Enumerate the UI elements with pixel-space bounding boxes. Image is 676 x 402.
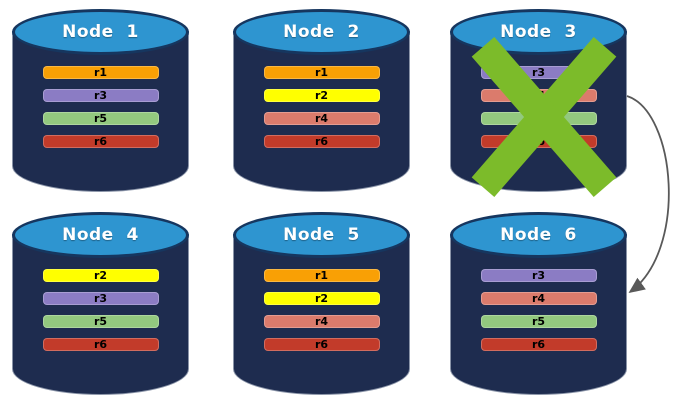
node-4-record-r2: r2 bbox=[42, 269, 159, 282]
node-6-record-r6: r6 bbox=[480, 338, 597, 351]
node-3-record-r5: r5 bbox=[480, 112, 597, 125]
node-2-record-r4: r4 bbox=[263, 112, 380, 125]
node-6-record-r3: r3 bbox=[480, 269, 597, 282]
node-2-cylinder-body bbox=[233, 31, 410, 192]
node-4-records: r2 r3 r5 r6 bbox=[42, 269, 159, 351]
node-6-title: Node 6 bbox=[500, 225, 577, 245]
node-4-record-r6: r6 bbox=[42, 338, 159, 351]
node-1-cylinder-top: Node 1 bbox=[12, 9, 189, 55]
node-2-records: r1 r2 r4 r6 bbox=[263, 66, 380, 148]
node-5-records: r1 r2 r4 r6 bbox=[263, 269, 380, 351]
node-4-record-r5: r5 bbox=[42, 315, 159, 328]
node-1-record-r5: r5 bbox=[42, 112, 159, 125]
node-5-record-r2: r2 bbox=[263, 292, 380, 305]
arrow-curve bbox=[626, 95, 670, 294]
node-2-cylinder-top: Node 2 bbox=[233, 9, 410, 55]
node-2-record-r6: r6 bbox=[263, 135, 380, 148]
node-2: Node 2 r1 r2 r4 r6 bbox=[233, 9, 410, 192]
node-5-record-r6: r6 bbox=[263, 338, 380, 351]
node-6-record-r4: r4 bbox=[480, 292, 597, 305]
node-4: Node 4 r2 r3 r5 r6 bbox=[12, 212, 189, 395]
node-2-title: Node 2 bbox=[283, 22, 360, 42]
node-4-cylinder-top: Node 4 bbox=[12, 212, 189, 258]
node-3-title: Node 3 bbox=[500, 22, 577, 42]
node-5-cylinder-body bbox=[233, 234, 410, 395]
node-5-title: Node 5 bbox=[283, 225, 360, 245]
node-3-record-r4: r4 bbox=[480, 89, 597, 102]
node-1-record-r3: r3 bbox=[42, 89, 159, 102]
node-3-records: r3 r4 r5 r6 bbox=[480, 66, 597, 148]
node-3-record-r6: r6 bbox=[480, 135, 597, 148]
node-3-record-r3: r3 bbox=[480, 66, 597, 79]
node-4-title: Node 4 bbox=[62, 225, 139, 245]
node-4-cylinder-body bbox=[12, 234, 189, 395]
node-2-record-r2: r2 bbox=[263, 89, 380, 102]
node-6: Node 6 r3 r4 r5 r6 bbox=[450, 212, 627, 395]
node-5: Node 5 r1 r2 r4 r6 bbox=[233, 212, 410, 395]
node-3: Node 3 r3 r4 r5 r6 bbox=[450, 9, 627, 198]
node-5-record-r1: r1 bbox=[263, 269, 380, 282]
node-1-cylinder-body bbox=[12, 31, 189, 192]
node-1-title: Node 1 bbox=[62, 22, 139, 42]
node-6-record-r5: r5 bbox=[480, 315, 597, 328]
node-2-record-r1: r1 bbox=[263, 66, 380, 79]
node-1-record-r6: r6 bbox=[42, 135, 159, 148]
node-6-cylinder-body bbox=[450, 234, 627, 395]
node-3-cylinder-top: Node 3 bbox=[450, 9, 627, 55]
node-5-cylinder-top: Node 5 bbox=[233, 212, 410, 258]
node-6-cylinder-top: Node 6 bbox=[450, 212, 627, 258]
node-6-records: r3 r4 r5 r6 bbox=[480, 269, 597, 351]
node-1-records: r1 r3 r5 r6 bbox=[42, 66, 159, 148]
node-1-record-r1: r1 bbox=[42, 66, 159, 79]
node-1: Node 1 r1 r3 r5 r6 bbox=[12, 9, 189, 192]
node-4-record-r3: r3 bbox=[42, 292, 159, 305]
node-5-record-r4: r4 bbox=[263, 315, 380, 328]
